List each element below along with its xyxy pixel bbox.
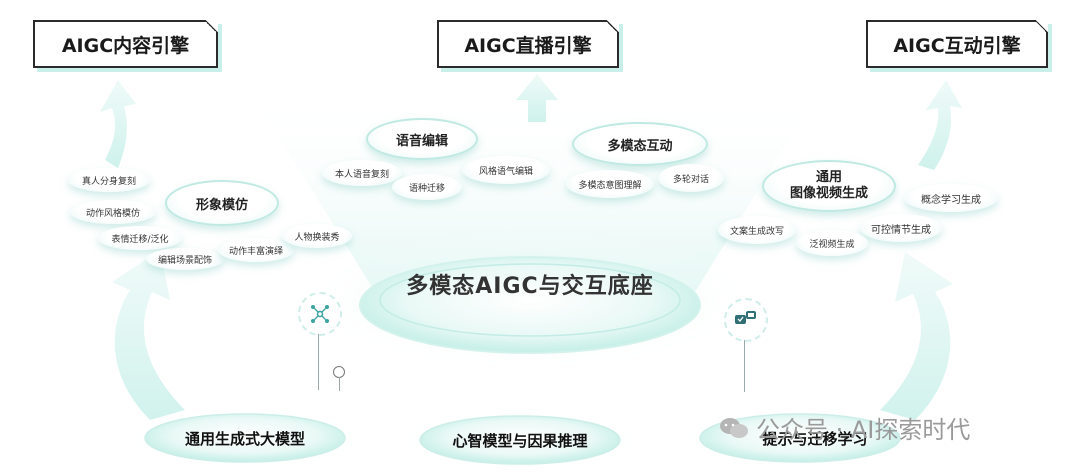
chip-imitation-3: 编辑场景配饰 [146, 248, 224, 270]
arrow-up-right-icon [918, 80, 962, 170]
chip-voice-0: 本人语音复刻 [322, 160, 402, 186]
chip-voice-2: 风格语气编辑 [462, 156, 550, 184]
engine-live-label: AIGC直播引擎 [464, 34, 592, 57]
chip-label: 多模态意图理解 [578, 180, 642, 191]
pillar-platform-2 [419, 415, 621, 465]
module-generation-title-1: 通用 [815, 170, 842, 185]
chip-label: 本人语音复刻 [334, 169, 389, 180]
base-title: 多模态AIGC与交互底座 [406, 274, 654, 299]
engine-content-label: AIGC内容引擎 [61, 34, 190, 57]
chip-generation-2: 可控情节生成 [860, 214, 942, 242]
chip-label: 泛视频生成 [809, 239, 855, 250]
chip-label: 动作风格模仿 [85, 208, 140, 219]
pillar-label-2: 心智模型与因果推理 [452, 432, 588, 450]
engine-interact: AIGC互动引擎 [866, 20, 1048, 68]
module-generation-title-2: 图像视频生成 [789, 186, 868, 201]
module-generation: 通用 图像视频生成 [762, 160, 896, 212]
chip-imitation-4: 动作丰富演绎 [218, 238, 294, 262]
module-imitation: 形象模仿 [165, 180, 279, 226]
chip-label: 可控情节生成 [871, 224, 931, 236]
chip-label: 概念学习生成 [921, 194, 981, 206]
connector-line-right [744, 340, 745, 392]
watermark-text: 公众号 · AI探索时代 [756, 416, 971, 444]
social-icons [724, 298, 768, 342]
pillar-platform-3 [699, 413, 901, 463]
arrow-curve-right-icon [880, 252, 953, 420]
chip-label: 语种迁移 [408, 183, 445, 194]
chip-label: 编辑场景配饰 [157, 255, 212, 266]
chip-generation-3: 泛视频生成 [796, 230, 868, 256]
wechat-icon [720, 418, 748, 438]
social-icons-graphic [735, 311, 756, 324]
chip-label: 真人分身复刻 [81, 176, 136, 187]
engine-content: AIGC内容引擎 [33, 20, 218, 68]
connector-line-left [318, 334, 319, 390]
chip-multimodal-0: 多模态意图理解 [566, 170, 654, 198]
connector-line-left-pin [339, 377, 340, 391]
chip-label: 人物换装秀 [294, 232, 340, 243]
chip-imitation-5: 人物换装秀 [282, 224, 352, 248]
engine-interact-label: AIGC互动引擎 [893, 34, 1021, 57]
arrow-up-center-icon [516, 74, 558, 122]
chip-label: 表情迁移/泛化 [111, 234, 169, 245]
chip-voice-1: 语种迁移 [392, 174, 462, 200]
chip-generation-0: 概念学习生成 [904, 184, 998, 212]
network-icon [298, 292, 342, 336]
chip-imitation-1: 动作风格模仿 [70, 200, 156, 224]
module-voice-title: 语音编辑 [395, 133, 448, 149]
module-multimodal: 多模态互动 [572, 122, 708, 166]
chip-generation-1: 文案生成改写 [718, 216, 796, 244]
chip-multimodal-1: 多轮对话 [658, 164, 724, 192]
chip-label: 文案生成改写 [729, 226, 784, 237]
pillar-platform-1 [144, 413, 346, 463]
network-icon-graphic [311, 305, 329, 323]
module-voice: 语音编辑 [366, 118, 478, 160]
module-imitation-title: 形象模仿 [195, 197, 248, 213]
chip-label: 动作丰富演绎 [228, 246, 283, 257]
pillar-label-1: 通用生成式大模型 [184, 430, 305, 448]
chip-label: 多轮对话 [672, 174, 709, 185]
pillar-label-3: 提示与迁移学习 [762, 430, 868, 448]
chip-imitation-2: 表情迁移/泛化 [98, 226, 182, 250]
module-multimodal-title: 多模态互动 [607, 138, 673, 154]
arrow-curve-left-icon [112, 250, 185, 420]
arrow-up-left-icon [100, 80, 136, 168]
chip-imitation-0: 真人分身复刻 [68, 168, 150, 192]
base-platform-ring [379, 263, 681, 337]
chip-label: 风格语气编辑 [478, 166, 533, 177]
engine-live: AIGC直播引擎 [437, 20, 619, 68]
